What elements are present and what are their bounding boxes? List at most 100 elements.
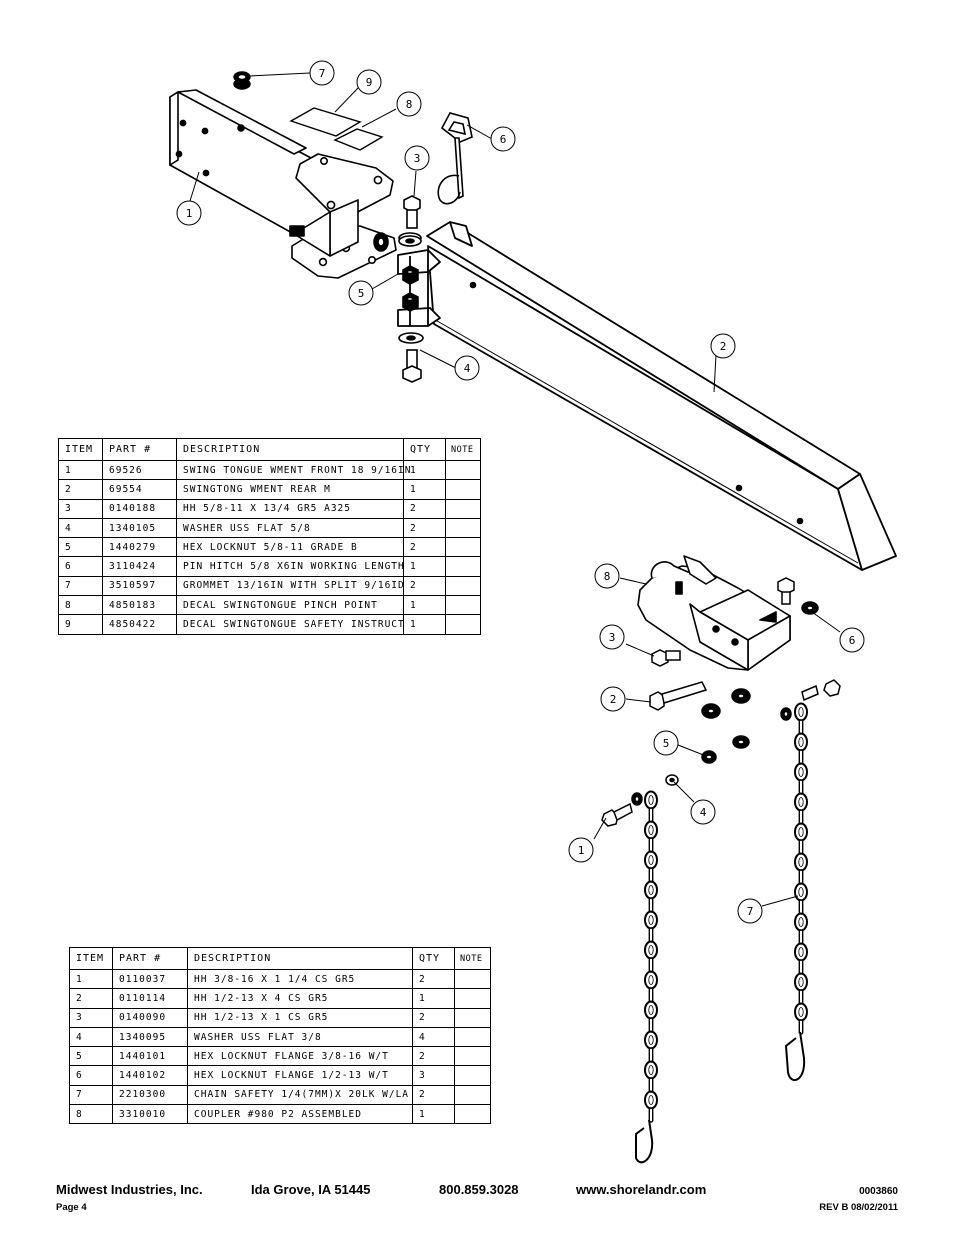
callout-8-top: 8 (406, 98, 413, 111)
coupler-assembly (637, 555, 791, 671)
cell-note (445, 556, 481, 577)
cell-item: 4 (58, 517, 103, 539)
callout-4-top: 4 (464, 362, 471, 375)
cell-qty: 2 (403, 498, 446, 519)
cell-qty: 1 (403, 556, 446, 577)
safety-chain-left (635, 790, 658, 1164)
callout-5-bottom: 5 (663, 737, 670, 750)
callout-1-top: 1 (186, 207, 193, 220)
cell-note (445, 575, 481, 597)
cell-qty: 1 (412, 1104, 455, 1125)
cell-note (454, 1007, 491, 1028)
cell-note (454, 1065, 491, 1086)
cell-description: HEX LOCKNUT FLANGE 3/8-16 W/T (187, 1046, 413, 1067)
cell-item: 2 (69, 988, 113, 1009)
cell-part: 2210300 (112, 1084, 188, 1106)
cell-qty: 2 (412, 1084, 455, 1106)
cell-description: DECAL SWINGTONGUE PINCH POINT (176, 595, 404, 616)
coupler-hardware (601, 577, 841, 827)
cell-item: 1 (58, 459, 103, 481)
cell-qty: 2 (412, 1046, 455, 1067)
cell-item: 4 (69, 1026, 113, 1048)
cell-description: HH 5/8-11 X 13/4 GR5 A325 (176, 498, 404, 519)
cell-note (454, 988, 491, 1009)
cell-qty: 2 (412, 968, 455, 990)
cell-description: SWINGTONG WMENT REAR M (176, 479, 404, 500)
col-note: NOTE (454, 947, 491, 970)
washer-locknut-parts (398, 235, 424, 344)
decal-parts (289, 107, 384, 151)
cell-part: 3310010 (112, 1104, 188, 1125)
cell-note (445, 614, 481, 635)
cell-item: 2 (58, 479, 103, 500)
footer-website[interactable]: www.shorelandr.com (576, 1182, 707, 1197)
cell-part: 0140090 (112, 1007, 188, 1028)
table-header-row: ITEM PART # DESCRIPTION QTY NOTE (58, 438, 481, 461)
top-leader-lines (189, 72, 717, 393)
cell-part: 1440102 (112, 1065, 188, 1086)
cell-item: 5 (58, 537, 103, 558)
cell-part: 0110037 (112, 968, 188, 990)
callout-4-bottom: 4 (700, 806, 707, 819)
swing-tongue-front-assembly (169, 89, 397, 279)
cell-description: HH 1/2-13 X 1 CS GR5 (187, 1007, 413, 1028)
cell-part: 1340095 (112, 1026, 188, 1048)
cell-qty: 3 (412, 1065, 455, 1086)
col-part: PART # (102, 438, 177, 461)
cell-item: 1 (69, 968, 113, 990)
table-header-row: ITEM PART # DESCRIPTION QTY NOTE (69, 947, 491, 970)
cell-qty: 1 (403, 459, 446, 481)
callout-1-bottom: 1 (578, 844, 585, 857)
cell-part: 4850422 (102, 614, 177, 635)
callout-9-top: 9 (366, 76, 373, 89)
footer-doc-number: 0003860 (859, 1186, 898, 1197)
cell-description: CHAIN SAFETY 1/4(7MM)X 20LK W/LA (187, 1084, 413, 1106)
cell-note (454, 1084, 491, 1106)
lower-bolt-part (402, 349, 422, 383)
cell-qty: 4 (412, 1026, 455, 1048)
swing-tongue-rear-tube (397, 221, 897, 571)
cell-description: WASHER USS FLAT 3/8 (187, 1026, 413, 1048)
cell-item: 9 (58, 614, 103, 635)
col-item: ITEM (58, 438, 103, 461)
cell-item: 7 (69, 1084, 113, 1106)
cell-part: 69554 (102, 479, 177, 500)
cell-note (454, 968, 491, 990)
cell-item: 8 (69, 1104, 113, 1125)
cell-qty: 1 (403, 479, 446, 500)
callout-5-top: 5 (358, 287, 365, 300)
cell-qty: 2 (412, 1007, 455, 1028)
cell-description: HEX LOCKNUT 5/8-11 GRADE B (176, 537, 404, 558)
cell-note (445, 595, 481, 616)
callout-circles (176, 60, 865, 924)
cell-description: WASHER USS FLAT 5/8 (176, 517, 404, 539)
cell-qty: 1 (412, 988, 455, 1009)
safety-chain-right (784, 702, 808, 1082)
callout-numbers: 7 9 8 6 3 1 5 2 4 8 6 3 2 5 4 1 7 (186, 67, 856, 918)
grommet-part (233, 71, 251, 90)
cell-part: 1440101 (112, 1046, 188, 1067)
callout-3-top: 3 (414, 152, 421, 165)
cell-description: PIN HITCH 5/8 X6IN WORKING LENGTH (176, 556, 404, 577)
cell-qty: 2 (403, 517, 446, 539)
hitch-pin-part (437, 112, 473, 205)
col-item: ITEM (69, 947, 113, 970)
cell-note (454, 1104, 491, 1125)
cell-description: HH 1/2-13 X 4 CS GR5 (187, 988, 413, 1009)
col-description: DESCRIPTION (176, 438, 404, 461)
cell-note (445, 459, 481, 481)
cell-description: GROMMET 13/16IN WITH SPLIT 9/16ID (176, 575, 404, 597)
